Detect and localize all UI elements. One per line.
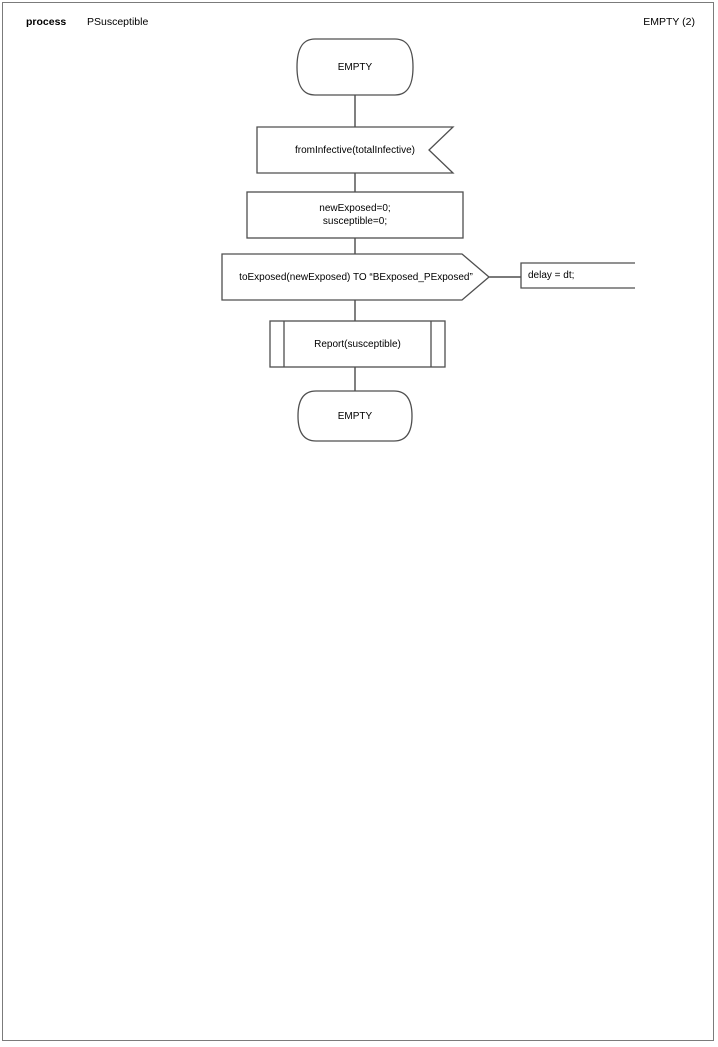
page-state-label: EMPTY (2) [643, 16, 695, 28]
comment-shape[interactable] [520, 262, 635, 289]
next-state-shape[interactable] [297, 390, 413, 442]
output-signal-shape[interactable] [221, 253, 491, 301]
input-signal-shape[interactable] [256, 126, 455, 174]
process-kind-label: process [26, 16, 67, 28]
process-name: PSusceptible [87, 16, 149, 28]
nodes [221, 38, 635, 442]
start-state-shape[interactable] [296, 38, 414, 96]
connectors [354, 95, 521, 391]
task-shape[interactable] [246, 191, 464, 239]
procedure-call-shape[interactable] [269, 320, 446, 368]
